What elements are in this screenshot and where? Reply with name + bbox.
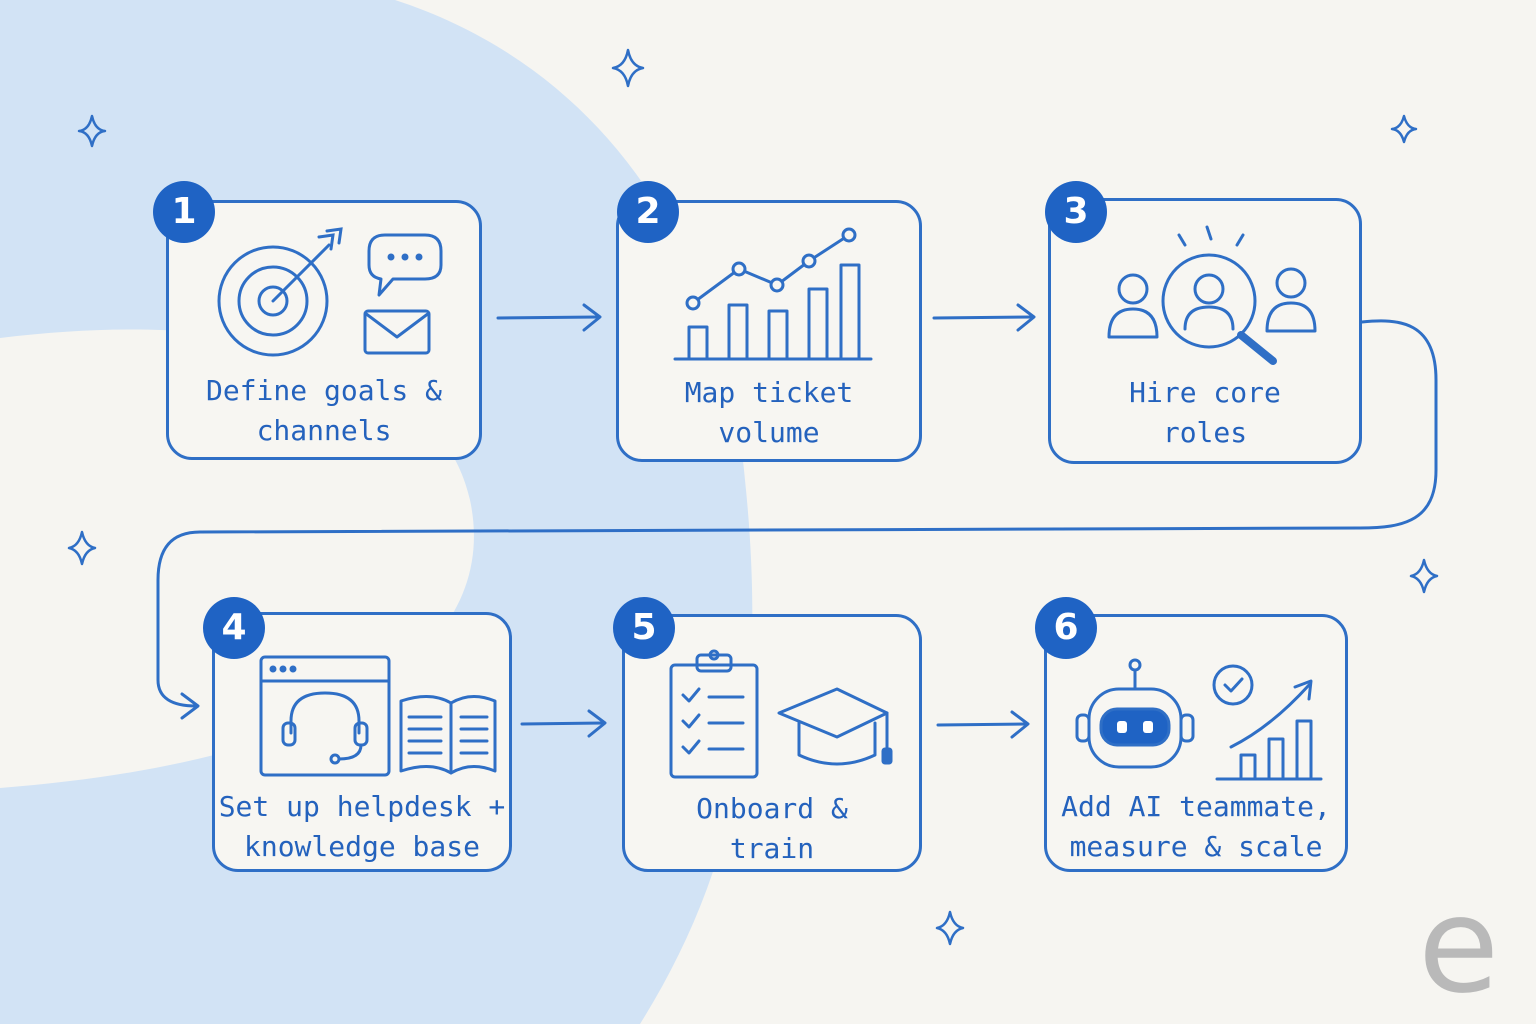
check-circle-icon — [1212, 664, 1254, 706]
step-label: Set up helpdesk + knowledge base — [218, 790, 506, 863]
growth-chart-icon — [1215, 679, 1323, 781]
graduation-cap-icon — [777, 687, 893, 766]
step-2-icons — [673, 227, 873, 361]
checklist-clipboard-icon — [669, 649, 759, 779]
step-label: Define goals & channels — [205, 374, 442, 447]
step-card-5: Onboard & train 5 — [613, 597, 922, 872]
step-number-badge: 3 — [1045, 181, 1107, 243]
step-label: Onboard & train — [696, 792, 848, 865]
robot-icon — [1075, 658, 1195, 769]
step-card-6: Add AI teammate, measure & scale 6 — [1035, 597, 1348, 872]
step-label: Map ticket volume — [684, 376, 854, 449]
people-search-icon — [1107, 225, 1317, 365]
step-1-icons — [217, 227, 443, 357]
step-card-1: Define goals & channels 1 — [153, 181, 482, 460]
step-card-3: Hire core roles 3 — [1045, 181, 1362, 464]
chat-bubble-icon — [367, 233, 443, 297]
step-label: Hire core roles — [1129, 376, 1281, 449]
step-number-badge: 2 — [617, 181, 679, 243]
step-number-badge: 4 — [203, 597, 265, 659]
brand-logo: e — [1418, 869, 1500, 1023]
step-6-icons — [1075, 658, 1323, 781]
growth-line-bar-chart-icon — [673, 227, 873, 361]
step-3-icons — [1107, 225, 1317, 365]
step-number-badge: 5 — [613, 597, 675, 659]
envelope-icon — [363, 309, 431, 355]
step-label: Add AI teammate, measure & scale — [1061, 790, 1331, 863]
step-card-2: Map ticket volume 2 — [616, 181, 922, 462]
headset-window-icon — [259, 655, 391, 777]
open-book-icon — [399, 695, 497, 775]
step-number-badge: 6 — [1035, 597, 1097, 659]
step-number-badge: 1 — [153, 181, 215, 243]
step-5-icons — [669, 649, 893, 779]
step-4-icons — [259, 655, 497, 777]
target-arrow-icon — [217, 227, 343, 357]
step-card-4: Set up helpdesk + knowledge base 4 — [203, 597, 512, 872]
